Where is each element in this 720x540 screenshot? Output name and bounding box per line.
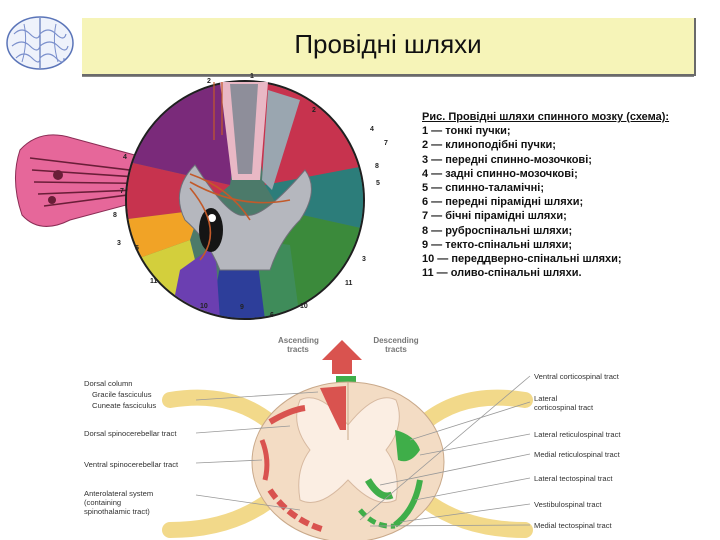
label-11-right: 11 <box>345 280 353 287</box>
ascending-tracts-heading: Ascending tracts <box>278 336 319 354</box>
brain-icon <box>6 16 74 70</box>
label-lateral-tectospinal: Lateral tectospinal tract <box>534 474 613 483</box>
label-4-right: 4 <box>370 126 374 133</box>
label-9: 9 <box>240 304 244 311</box>
label-anterolateral-containing: (containing <box>84 498 122 507</box>
legend-item: 8 — руброспінальні шляхи; <box>422 224 573 237</box>
spinal-cord-section-diagram <box>14 80 365 320</box>
label-3-right: 3 <box>362 256 366 263</box>
label-5-left: 5 <box>135 245 139 252</box>
label-8-left: 8 <box>113 212 117 219</box>
label-dorsal-spinocerebellar: Dorsal spinocerebellar tract <box>84 429 177 438</box>
label-7-left: 7 <box>120 188 124 195</box>
legend-item: 11 — оливо-спінальні шляхи. <box>422 267 582 280</box>
label-anterolateral-system: Anterolateral system <box>84 489 154 498</box>
label-lateral-reticulospinal: Lateral reticulospinal tract <box>534 430 621 439</box>
label-11-left: 11 <box>150 278 158 285</box>
label-medial-reticulospinal: Medial reticulospinal tract <box>534 450 620 459</box>
label-2-left: 2 <box>207 78 211 85</box>
label-cuneate-fasciculus: Cuneate fasciculus <box>92 401 157 410</box>
label-ventral-corticospinal: Ventral corticospinal tract <box>534 372 619 381</box>
label-7-right: 7 <box>384 140 388 147</box>
ascending-descending-tracts-diagram <box>162 340 533 540</box>
legend-item: 4 — задні спинно-мозочкові; <box>422 167 578 180</box>
label-8-right: 8 <box>375 163 379 170</box>
figure-legend: Рис. Провідні шляхи спинного мозку (схем… <box>422 110 718 280</box>
label-gracile-fasciculus: Gracile fasciculus <box>92 390 152 399</box>
label-lateral-corticospinal-2: corticospinal tract <box>534 403 594 412</box>
legend-item: 1 — тонкі пучки; <box>422 125 511 138</box>
legend-item: 9 — текто-спінальні шляхи; <box>422 238 573 251</box>
legend-item: 10 — переддверно-спінальні шляхи; <box>422 253 622 266</box>
legend-item: 3 — передні спинно-мозочкові; <box>422 153 592 166</box>
legend-item: 2 — клиноподібні пучки; <box>422 139 556 152</box>
label-4-left: 4 <box>123 154 127 161</box>
label-10-left: 10 <box>200 303 208 310</box>
title-divider <box>82 76 694 77</box>
label-lateral-corticospinal-1: Lateral <box>534 394 558 403</box>
label-5-right: 5 <box>376 180 380 187</box>
descending-tracts-heading: Descending tracts <box>373 336 419 354</box>
legend-item: 6 — передні пірамідні шляхи; <box>422 196 584 209</box>
label-dorsal-column: Dorsal column <box>84 379 133 388</box>
title-banner <box>82 18 696 76</box>
legend-caption: Рис. Провідні шляхи спинного мозку (схем… <box>422 111 670 123</box>
label-6: 6 <box>270 312 274 319</box>
label-ventral-spinocerebellar: Ventral spinocerebellar tract <box>84 460 179 469</box>
label-2-right: 2 <box>312 107 316 114</box>
legend-item: 5 — спинно-таламічні; <box>422 182 544 195</box>
page-title: Провідні шляхи <box>294 29 482 59</box>
label-vestibulospinal: Vestibulospinal tract <box>534 500 602 509</box>
label-1: 1 <box>250 73 254 80</box>
legend-item: 7 — бічні пірамідні шляхи; <box>422 210 567 223</box>
label-medial-tectospinal: Medial tectospinal tract <box>534 521 612 530</box>
ascending-arrow-icon <box>322 340 362 374</box>
label-3-left: 3 <box>117 240 121 247</box>
label-10-right: 10 <box>300 303 308 310</box>
label-anterolateral-spinothalamic: spinothalamic tract) <box>84 507 150 516</box>
